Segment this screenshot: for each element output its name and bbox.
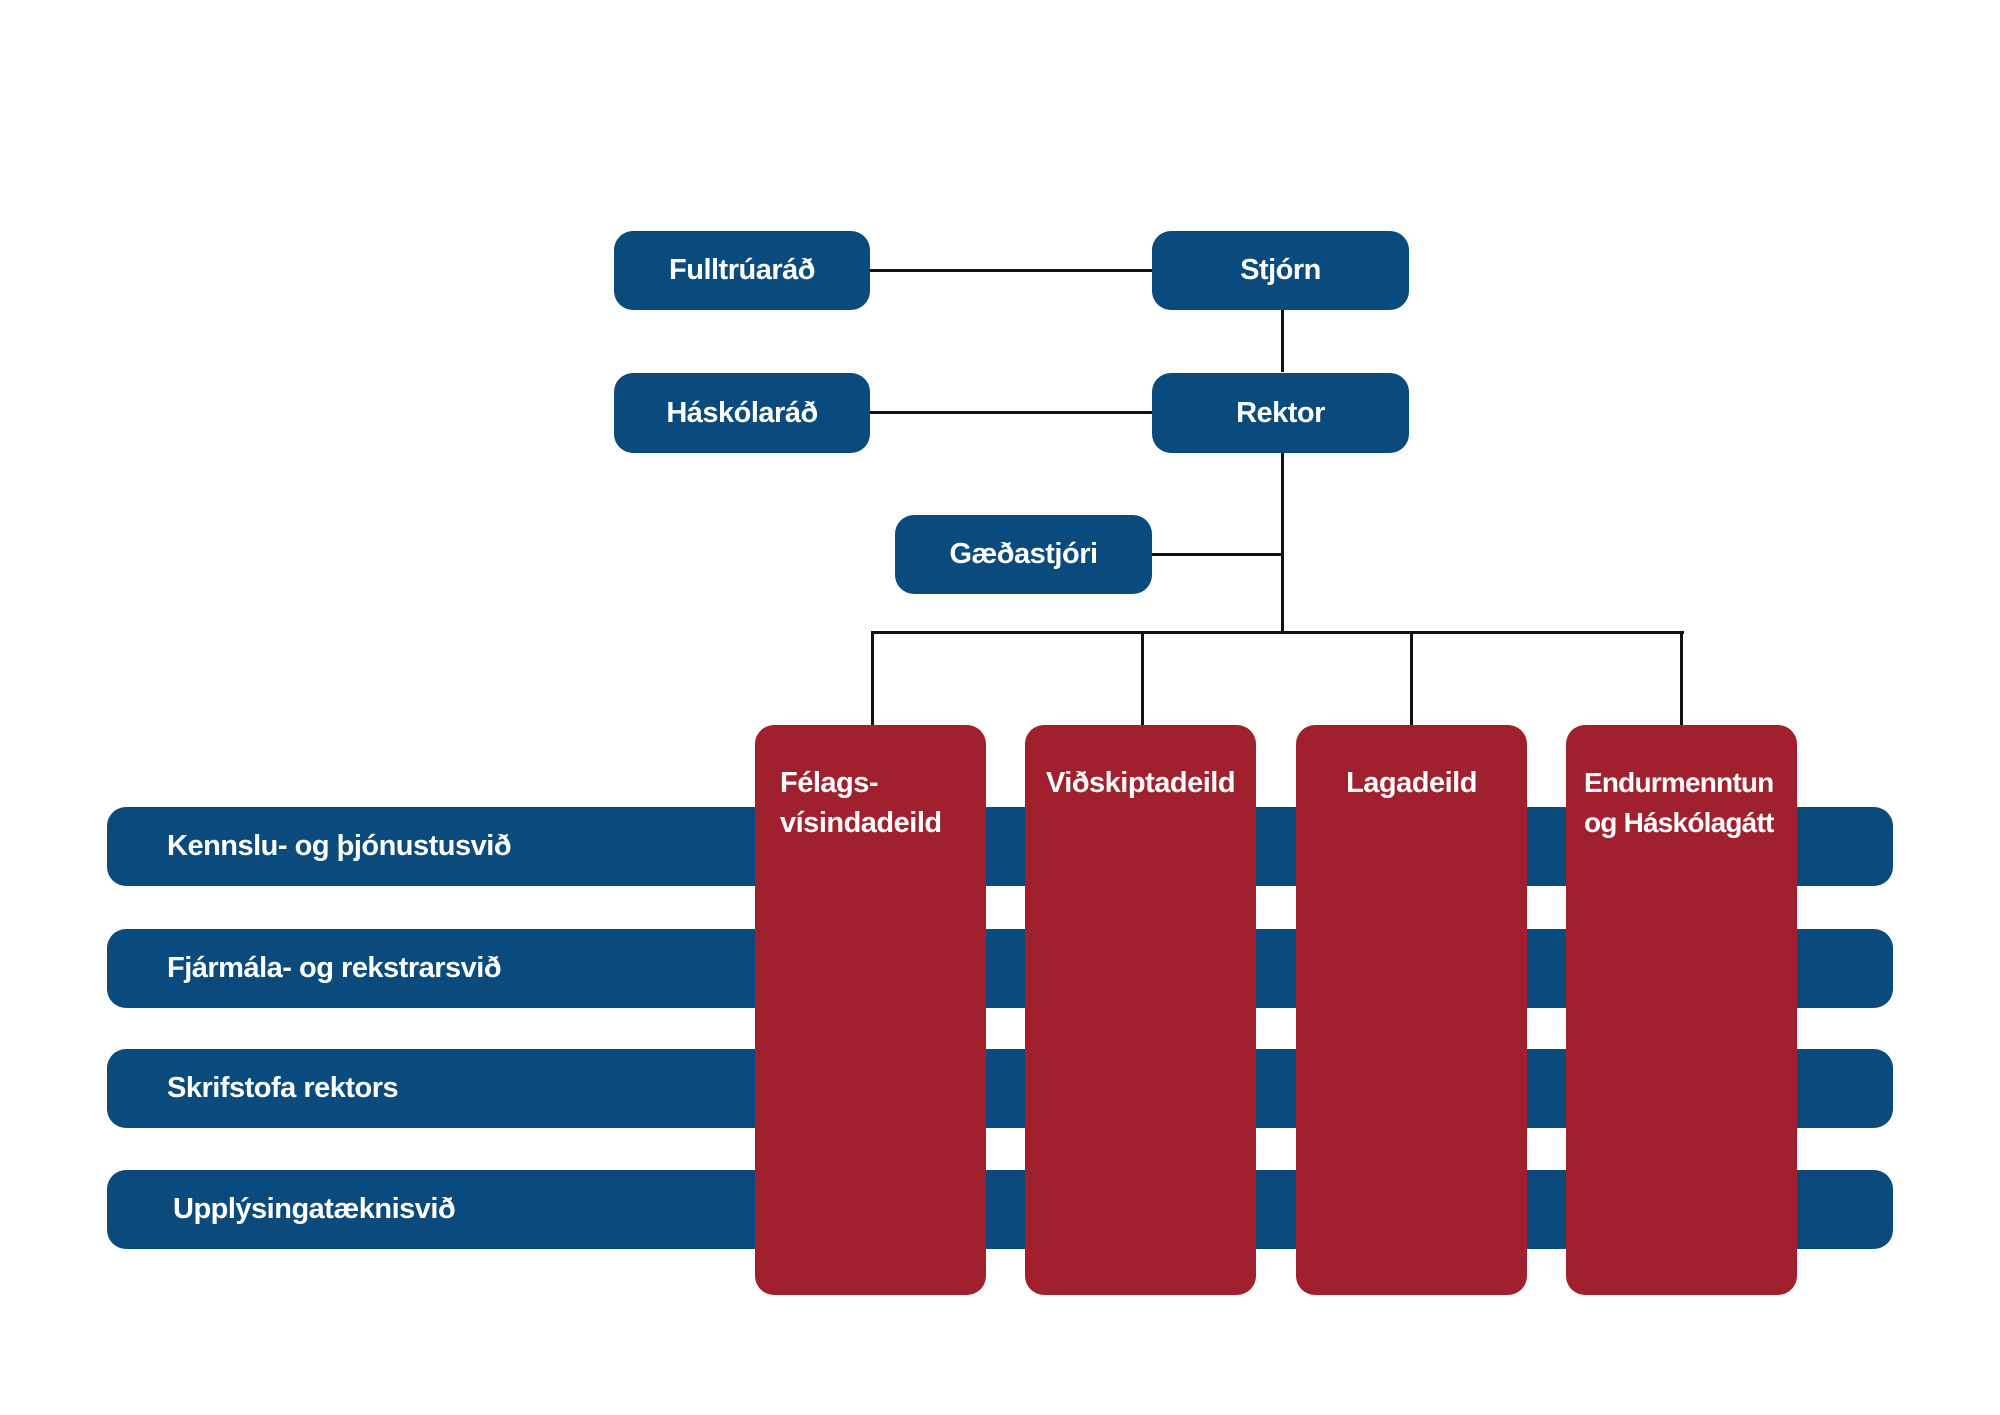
node-fulltruarad: Fulltrúaráð	[614, 231, 870, 310]
connector-fulltruarad-stjorn	[870, 269, 1152, 272]
node-rektor: Rektor	[1152, 373, 1409, 453]
connector-dept-2	[1141, 631, 1144, 725]
connector-gaedastjori	[1152, 553, 1282, 556]
connector-dept-3	[1410, 631, 1413, 725]
connector-dept-4	[1680, 631, 1683, 725]
department-felagsvisindadeild: Félags- vísindadeild	[755, 725, 986, 1295]
connector-stjorn-rektor	[1281, 310, 1284, 372]
connector-departments-horizontal	[871, 631, 1684, 634]
node-haskolarad: Háskólaráð	[614, 373, 870, 453]
department-endurmenntun: Endurmenntun og Háskólagátt	[1566, 725, 1797, 1295]
node-gaedastjori: Gæðastjóri	[895, 515, 1152, 594]
node-stjorn: Stjórn	[1152, 231, 1409, 310]
department-lagadeild: Lagadeild	[1296, 725, 1527, 1295]
connector-dept-1	[871, 631, 874, 725]
department-vidskiptadeild: Viðskiptadeild	[1025, 725, 1256, 1295]
connector-rektor-trunk	[1281, 453, 1284, 633]
connector-haskolarad-rektor	[870, 411, 1152, 414]
